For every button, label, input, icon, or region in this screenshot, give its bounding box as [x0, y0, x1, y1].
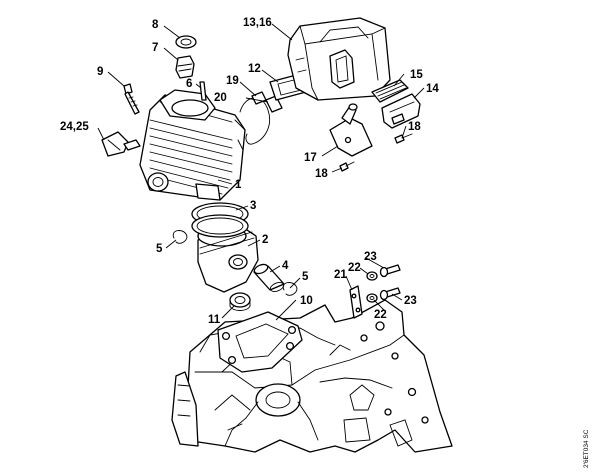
callout-7: 7 — [152, 42, 158, 54]
cylinder — [139, 89, 246, 201]
leader-lines — [97, 23, 425, 321]
callout-17: 17 — [304, 152, 317, 164]
spark-plug-sleeve — [175, 55, 195, 79]
callout-12: 12 — [248, 63, 261, 75]
callout-23-lower: 23 — [404, 295, 417, 307]
screw-lower — [379, 287, 401, 301]
muffler-cover — [381, 93, 421, 129]
muffler — [287, 17, 391, 101]
callout-4: 4 — [282, 260, 289, 272]
callout-22-upper: 22 — [348, 262, 361, 274]
spark-plug-stud — [199, 81, 207, 101]
circlip-left — [172, 230, 188, 244]
callout-8: 8 — [152, 19, 159, 31]
callout-19: 19 — [226, 75, 239, 87]
callout-21: 21 — [334, 269, 347, 281]
muffler-screw-b — [339, 161, 355, 172]
callout-14: 14 — [426, 83, 439, 95]
callout-23-upper: 23 — [364, 251, 377, 263]
muffler-screw-a — [394, 133, 413, 144]
callout-18-upper: 18 — [408, 121, 421, 133]
callout-6: 6 — [186, 78, 192, 90]
decompression-valve — [101, 131, 141, 157]
piston-rings — [191, 202, 249, 238]
piston — [197, 223, 259, 293]
washer-lower — [366, 293, 378, 303]
exhaust-deflector — [329, 103, 373, 157]
cylinder-screw — [123, 83, 140, 115]
cylinder-gasket — [217, 311, 303, 373]
callout-1: 1 — [235, 179, 242, 191]
bracket — [349, 285, 363, 319]
piston-pin — [253, 263, 285, 292]
callout-3: 3 — [250, 200, 256, 212]
screw-upper — [379, 264, 401, 278]
needle-cage — [229, 292, 251, 311]
spark-arrestor-screen — [371, 79, 409, 103]
callout-22-lower: 22 — [374, 309, 387, 321]
callout-18-lower: 18 — [315, 168, 328, 180]
drawing-reference: 2'6ET034 SC — [583, 429, 590, 468]
callout-13-16: 13,16 — [243, 17, 272, 29]
callout-5-right: 5 — [302, 271, 309, 283]
callout-24-25: 24,25 — [60, 121, 89, 133]
callout-5-left: 5 — [156, 243, 163, 255]
callout-9: 9 — [97, 66, 103, 78]
washer-upper — [366, 271, 378, 281]
callout-20: 20 — [214, 92, 227, 104]
circlip-right — [282, 282, 298, 296]
callout-15: 15 — [410, 69, 423, 81]
callout-10: 10 — [300, 295, 313, 307]
spark-plug-seal — [175, 35, 197, 49]
callout-11: 11 — [208, 314, 221, 326]
callout-2: 2 — [262, 234, 268, 246]
